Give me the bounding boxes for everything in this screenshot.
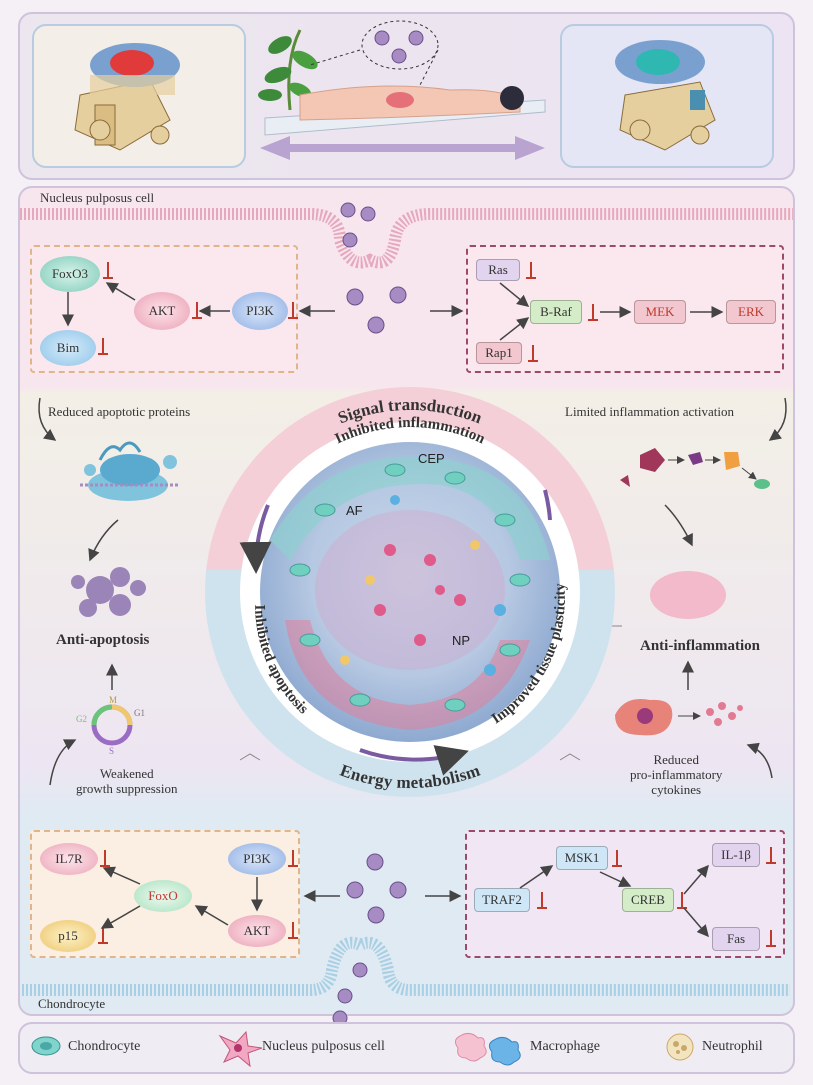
inflammation-cascade-icon [620,448,770,489]
neutrophil-legend-icon [666,1033,694,1061]
p15-node: p15 [40,920,96,952]
reduced-cytokines-label: Reduced pro-inflammatory cytokines [630,752,722,797]
ras-inhibit-icon [526,262,536,280]
cell-cycle-g2: G2 [76,714,87,724]
apoptotic-cell-icon [71,567,146,617]
ras-node: Ras [476,259,520,281]
cell-cycle-g1: G1 [134,708,145,718]
double-arrow-icon [260,136,545,160]
braf-inhibit-icon [588,304,598,322]
traf2-node: TRAF2 [474,888,530,912]
akt-node: AKT [134,292,190,330]
rap1-node: Rap1 [476,342,522,364]
legend-chondrocyte-label: Chondrocyte [68,1039,141,1054]
top-illustration [74,20,716,160]
legend-panel [18,1022,795,1074]
np-cell-legend-icon [218,1030,263,1068]
inflammation-blur-icon [650,571,726,619]
cep-label: CEP [418,451,445,466]
rap1-inhibit-icon [528,345,538,363]
np-left-arrows [62,282,464,334]
il7r-node: IL7R [40,843,98,875]
cell-cycle-m: M [109,695,117,705]
il1b-node: IL-1β [712,843,760,867]
pi3k-node: PI3K [232,292,288,330]
pi3k-chondro-inhibit-icon [288,850,298,868]
il7r-inhibit-icon [100,850,110,868]
apoptotic-protein-icon [80,441,180,501]
il1b-inhibit-icon [766,847,776,865]
macrophage-cytokine-icon [615,699,743,736]
macrophage-legend-icon [454,1032,521,1066]
akt-chondro-inhibit-icon [288,922,298,940]
fas-inhibit-icon [766,930,776,948]
legend-np-cell-label: Nucleus pulposus cell [262,1039,385,1054]
reduced-cytokines-line-2: pro-inflammatory [630,767,723,782]
np-membrane [20,202,793,269]
degenerated-spine-icon [74,43,180,151]
chondrocyte-legend-icon [31,1036,61,1056]
creb-inhibit-icon [677,892,687,910]
foxo3-inhibit-icon [103,262,113,280]
akt-inhibit-icon [192,302,202,320]
braf-node: B-Raf [530,300,582,324]
foxo-node: FoxO [134,880,192,912]
mek-node: MEK [634,300,686,324]
growth-suppression-label: Weakened growth suppression [76,766,177,796]
chondro-membrane-label: Chondrocyte [38,996,106,1011]
msk1-inhibit-icon [612,850,622,868]
bim-inhibit-icon [98,338,108,356]
reduced-apoptotic-proteins-label: Reduced apoptotic proteins [48,404,191,419]
pi3k-inhibit-icon [288,302,298,320]
anti-apoptosis-label: Anti-apoptosis [56,632,150,648]
central-disc-diagram: Signal transduction Inhibited inflammati… [205,387,615,797]
middle-illustrations: M G1 G2 S [38,397,787,786]
legend-neutrophil-label: Neutrophil [702,1039,763,1054]
p15-inhibit-icon [98,927,108,945]
restored-spine-icon [615,40,716,151]
creb-node: CREB [622,888,674,912]
msk1-node: MSK1 [556,846,608,870]
foxo3-node: FoxO3 [40,256,100,292]
reduced-cytokines-line-3: cytokines [651,782,702,797]
np-membrane-label: Nucleus pulposus cell [40,190,155,205]
anti-inflammation-label: Anti-inflammation [640,638,760,654]
pi3k-chondro-node: PI3K [228,843,286,875]
erk-node: ERK [726,300,776,324]
af-label: AF [346,503,363,518]
fas-node: Fas [712,927,760,951]
growth-suppression-line-1: Weakened [99,766,154,781]
np-right-arrows [499,282,724,341]
akt-chondro-node: AKT [228,915,286,947]
np-label: NP [452,633,470,648]
limited-inflammation-label: Limited inflammation activation [565,404,734,419]
cell-cycle-icon: M G1 G2 S [76,695,145,756]
legend-macrophage-label: Macrophage [530,1039,600,1054]
bim-node: Bim [40,330,96,366]
reduced-cytokines-line-1: Reduced [653,752,699,767]
cell-cycle-s: S [109,746,114,756]
growth-suppression-line-2: growth suppression [76,781,178,796]
traf2-inhibit-icon [537,892,547,910]
